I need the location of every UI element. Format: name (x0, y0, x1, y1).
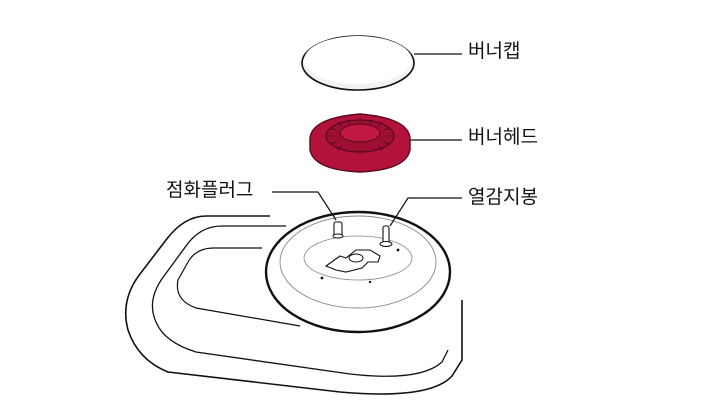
thermocouple-label: 열감지봉 (468, 186, 538, 208)
burner-head-label: 버너헤드 (468, 126, 538, 148)
burner-head (309, 113, 411, 173)
cooktop-inner-edge (151, 225, 449, 377)
burner-base (264, 210, 452, 334)
burner-cap (301, 35, 415, 91)
cooktop-recess (176, 247, 301, 327)
thermocouple (379, 225, 393, 247)
burner-cap-label: 버너캡 (468, 40, 521, 62)
leader-ignition-plug (272, 191, 337, 221)
ignition-plug-label: 점화플러그 (166, 179, 254, 201)
leader-thermocouple (389, 197, 462, 227)
cooktop-outer-edge (124, 215, 463, 395)
ignition-plug (332, 221, 344, 239)
